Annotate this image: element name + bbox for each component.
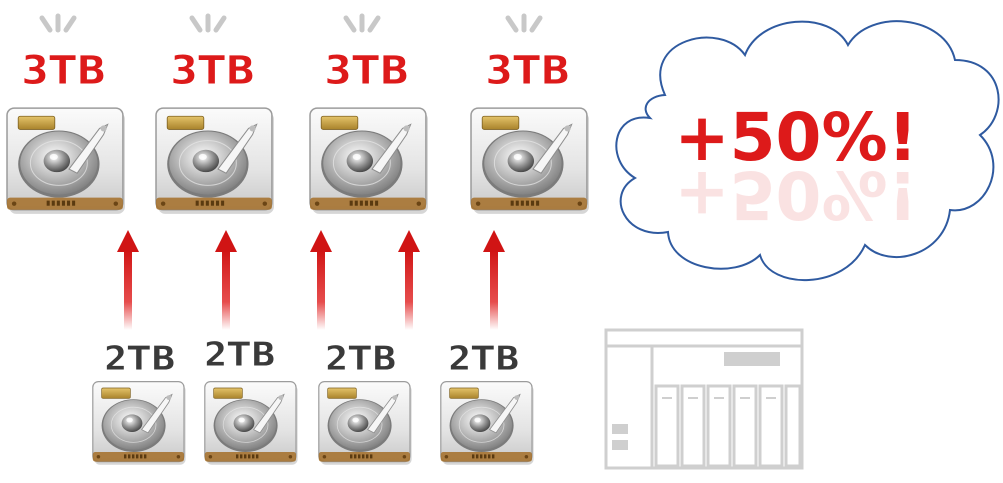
up-arrow-icon	[310, 230, 332, 330]
cloud-callout: +50%! +50%!	[615, 20, 1000, 282]
hdd-icon	[92, 380, 187, 466]
source-drive-label-3: 2TB	[325, 339, 398, 379]
up-arrow-icon	[117, 230, 139, 330]
spark-marks	[39, 13, 543, 33]
capacity-gain-reflection: +50%!	[674, 156, 917, 233]
nas-icon	[604, 328, 804, 470]
target-drive-label-3: 3TB	[324, 48, 410, 94]
source-drive-label-4: 2TB	[448, 339, 521, 379]
hdd-icon	[155, 107, 275, 215]
target-drive-label-2: 3TB	[170, 48, 256, 94]
target-drive-label-1: 3TB	[21, 48, 107, 94]
up-arrow-icon	[398, 230, 420, 330]
up-arrow-icon	[215, 230, 237, 330]
hdd-icon	[309, 107, 429, 215]
hdd-icon	[204, 380, 299, 466]
hdd-icon	[6, 107, 126, 215]
upgrade-arrows	[117, 230, 505, 330]
source-drive-label-2: 2TB	[204, 335, 277, 375]
capacity-gain-text: +50%!	[674, 99, 917, 176]
up-arrow-icon	[483, 230, 505, 330]
target-drive-label-4: 3TB	[485, 48, 571, 94]
hdd-icon	[318, 380, 413, 466]
source-drive-label-1: 2TB	[104, 339, 177, 379]
hdd-icon	[470, 107, 590, 215]
hdd-icon	[440, 380, 535, 466]
